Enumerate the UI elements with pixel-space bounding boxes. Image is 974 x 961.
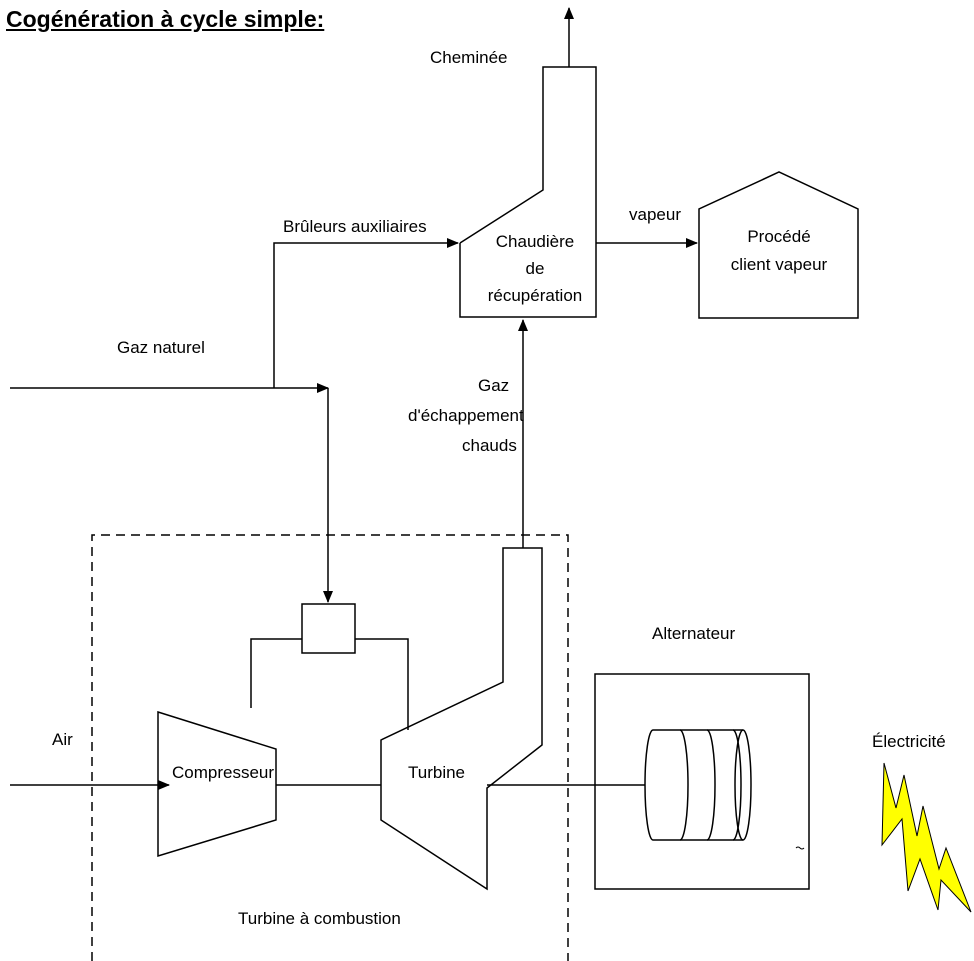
burners-label: Brûleurs auxiliaires [283, 217, 427, 236]
boiler-label-line1: Chaudière [495, 232, 575, 251]
process-client-shape [699, 172, 858, 318]
alternator-cylinder-band [733, 730, 741, 840]
natural-gas-label: Gaz naturel [117, 338, 205, 357]
air-label: Air [52, 730, 73, 749]
combustion-turbine-boundary [92, 535, 568, 961]
tilde-mark [796, 847, 804, 849]
alternator-label: Alternateur [652, 624, 736, 643]
chimney-label: Cheminée [430, 48, 508, 67]
boiler-label: Chaudière de récupération [470, 228, 600, 309]
diagram-title: Cogénération à cycle simple: [6, 6, 325, 32]
burner-branch-line [274, 238, 459, 388]
combustion-turbine-label: Turbine à combustion [238, 909, 401, 928]
alternator-cylinder-band [707, 730, 715, 840]
exhaust-label-line3: chauds [462, 436, 517, 455]
compressor-shape [158, 712, 276, 856]
boiler-chimney-outline [460, 67, 596, 317]
compressor-label: Compresseur [172, 763, 275, 782]
alternator-box [595, 674, 809, 889]
turbine-shape [381, 548, 542, 889]
exhaust-label-line2: d'échappement [408, 406, 524, 425]
boiler-label-line2: de [525, 259, 545, 278]
steam-label: vapeur [629, 205, 681, 224]
alternator-cylinder-end [735, 730, 743, 840]
process-label-line2: client vapeur [730, 255, 828, 274]
process-label-line1: Procédé [747, 227, 811, 246]
process-label: Procédé client vapeur [714, 223, 844, 279]
turbine-label: Turbine [408, 763, 466, 782]
combustor-to-turbine-line [355, 639, 408, 730]
combustor-box [302, 604, 355, 653]
alternator-cylinder-band [680, 730, 688, 840]
electricity-label: Électricité [872, 732, 946, 751]
exhaust-label-line1: Gaz [478, 376, 510, 395]
compressor-to-combustor-line [251, 639, 302, 708]
boiler-label-line3: récupération [487, 286, 583, 305]
electricity-lightning-icon [882, 763, 971, 912]
